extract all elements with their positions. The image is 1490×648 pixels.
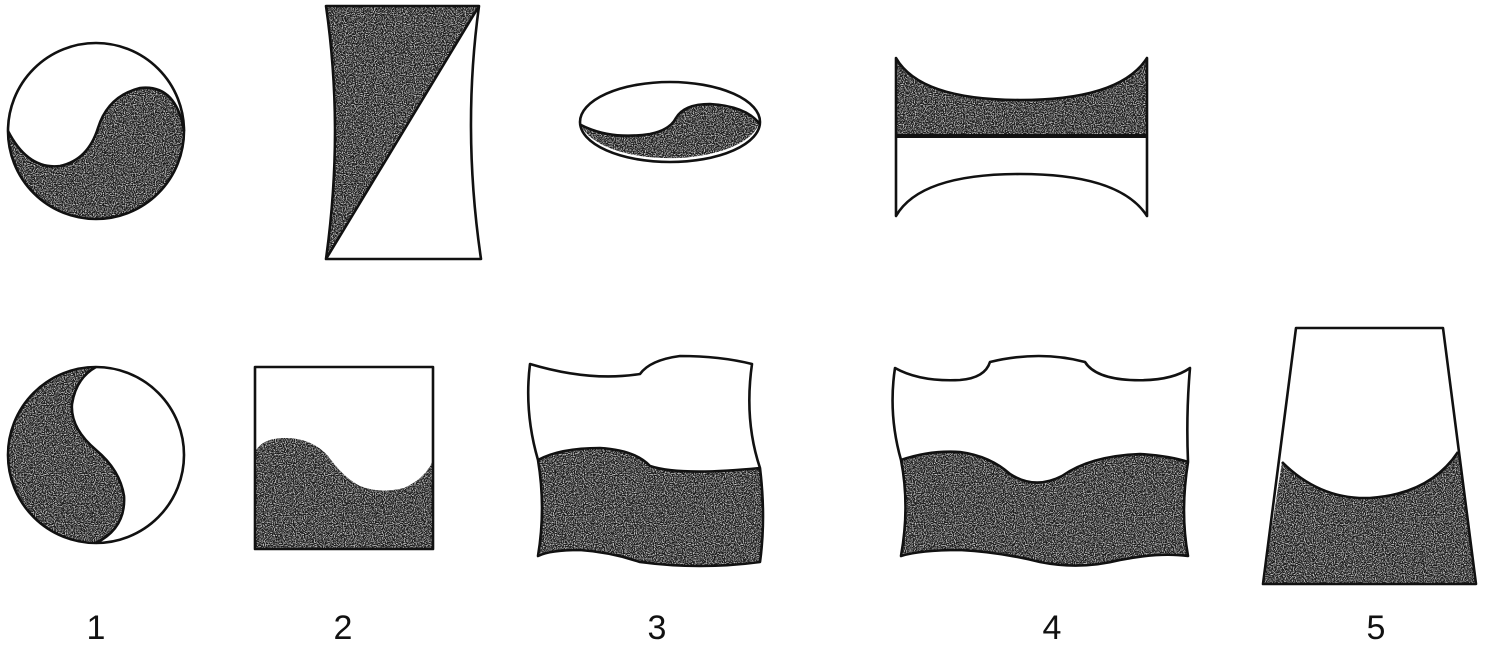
figure-1-bottom-circle bbox=[8, 367, 184, 543]
figure-label-4: 4 bbox=[1022, 608, 1082, 648]
figure-label-1: 1 bbox=[66, 608, 126, 648]
figure-3-top-ellipse bbox=[580, 82, 760, 162]
figure-2-top-shape bbox=[326, 6, 481, 259]
figure-label-5: 5 bbox=[1346, 608, 1406, 648]
figure-1-top-circle bbox=[8, 43, 184, 219]
figure-label-2: 2 bbox=[313, 608, 373, 648]
figure-2-bottom-shape bbox=[255, 367, 433, 549]
figure-3-bottom-shape bbox=[528, 356, 763, 566]
figure-4-top-shape bbox=[896, 58, 1147, 216]
figure-label-3: 3 bbox=[627, 608, 687, 648]
figure-4-bottom-shape bbox=[893, 356, 1190, 566]
figure-5-bottom-shape bbox=[1263, 328, 1476, 584]
